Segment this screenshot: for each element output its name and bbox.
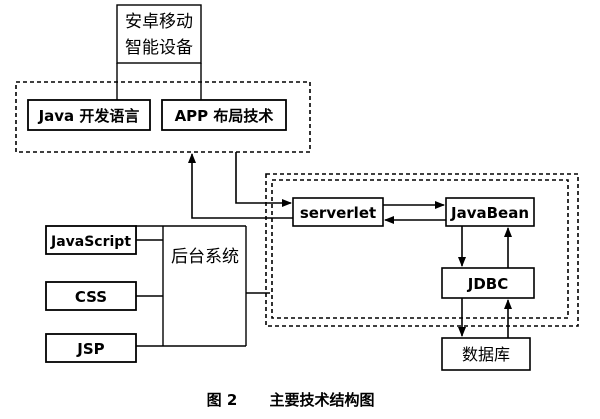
javascript-label: JavaScript bbox=[50, 234, 131, 250]
figure-number: 图 2 bbox=[207, 391, 238, 409]
javabean-node: JavaBean bbox=[445, 197, 535, 227]
database-label: 数据库 bbox=[462, 345, 510, 364]
serverlet-label: serverlet bbox=[300, 204, 376, 222]
backend-system-node: 后台系统 bbox=[135, 225, 247, 347]
server-group-outer bbox=[265, 173, 579, 327]
css-node: CSS bbox=[45, 281, 137, 311]
jsp-node: JSP bbox=[45, 333, 137, 363]
javascript-node: JavaScript bbox=[45, 225, 137, 255]
javabean-label: JavaBean bbox=[450, 204, 529, 222]
server-group-inner bbox=[271, 179, 569, 319]
android-device-label-line1: 安卓移动 bbox=[125, 12, 193, 32]
css-label: CSS bbox=[75, 288, 107, 306]
java-language-label: Java 开发语言 bbox=[38, 107, 140, 125]
serverlet-node: serverlet bbox=[292, 197, 384, 227]
java-language-node: Java 开发语言 bbox=[27, 99, 151, 131]
jsp-label: JSP bbox=[76, 340, 104, 358]
serverlet-to-frontend-arrow bbox=[188, 153, 293, 219]
database-node: 数据库 bbox=[441, 337, 531, 371]
android-device-node: 安卓移动 智能设备 bbox=[116, 4, 202, 64]
figure-caption: 图 2 主要技术结构图 bbox=[207, 391, 375, 409]
app-layout-node: APP 布局技术 bbox=[161, 99, 287, 131]
frontend-tech-group bbox=[15, 81, 311, 153]
jdbc-node: JDBC bbox=[441, 267, 535, 299]
app-layout-label: APP 布局技术 bbox=[175, 107, 274, 125]
figure-title: 主要技术结构图 bbox=[269, 391, 374, 409]
jdbc-label: JDBC bbox=[467, 275, 508, 293]
backend-system-label: 后台系统 bbox=[171, 247, 239, 267]
android-device-label-line2: 智能设备 bbox=[125, 38, 193, 58]
frontend-to-serverlet-arrow bbox=[235, 152, 292, 207]
